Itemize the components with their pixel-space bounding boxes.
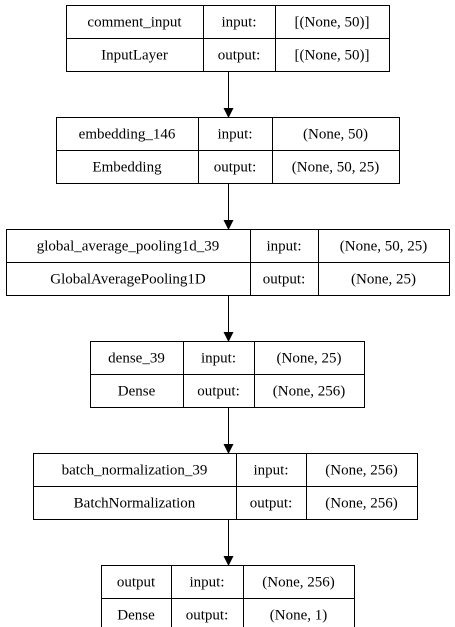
- input-label: input:: [253, 463, 288, 479]
- input-shape: (None, 50): [303, 127, 368, 143]
- input-shape: (None, 50, 25): [340, 239, 427, 255]
- layer-name: global_average_pooling1d_39: [37, 239, 219, 255]
- layer-type: BatchNormalization: [74, 496, 196, 512]
- layer-type: Dense: [117, 608, 155, 624]
- output-shape: (None, 256): [273, 384, 345, 400]
- layer-node-batch-normalization-39: batch_normalization_39BatchNormalization…: [33, 453, 418, 520]
- output-label: output:: [218, 48, 261, 64]
- output-shape: (None, 50, 25): [292, 160, 379, 176]
- output-shape: (None, 1): [270, 608, 327, 624]
- input-label: input:: [201, 351, 236, 367]
- layer-name: batch_normalization_39: [62, 463, 208, 479]
- layer-node-global-average-pooling1d-39: global_average_pooling1d_39GlobalAverage…: [6, 229, 450, 296]
- layer-type: InputLayer: [101, 48, 168, 64]
- output-label: output:: [250, 496, 293, 512]
- layer-name: comment_input: [87, 15, 182, 31]
- input-label: input:: [266, 239, 301, 255]
- output-shape: (None, 256): [325, 496, 397, 512]
- input-shape: [(None, 50)]: [295, 15, 370, 31]
- layer-type: Dense: [118, 384, 156, 400]
- input-shape: (None, 256): [325, 463, 397, 479]
- input-shape: (None, 256): [262, 575, 334, 591]
- layer-name: embedding_146: [79, 127, 176, 143]
- input-label: input:: [221, 15, 256, 31]
- layer-name: output: [117, 575, 156, 591]
- layer-type: Embedding: [92, 160, 162, 176]
- input-label: input:: [217, 127, 252, 143]
- output-label: output:: [214, 160, 257, 176]
- output-shape: [(None, 50)]: [295, 48, 370, 64]
- output-label: output:: [197, 384, 240, 400]
- output-label: output:: [263, 272, 306, 288]
- output-label: output:: [186, 608, 229, 624]
- output-shape: (None, 25): [351, 272, 416, 288]
- layer-type: GlobalAveragePooling1D: [50, 272, 206, 288]
- input-label: input:: [189, 575, 224, 591]
- input-shape: (None, 25): [277, 351, 342, 367]
- layer-name: dense_39: [108, 351, 165, 367]
